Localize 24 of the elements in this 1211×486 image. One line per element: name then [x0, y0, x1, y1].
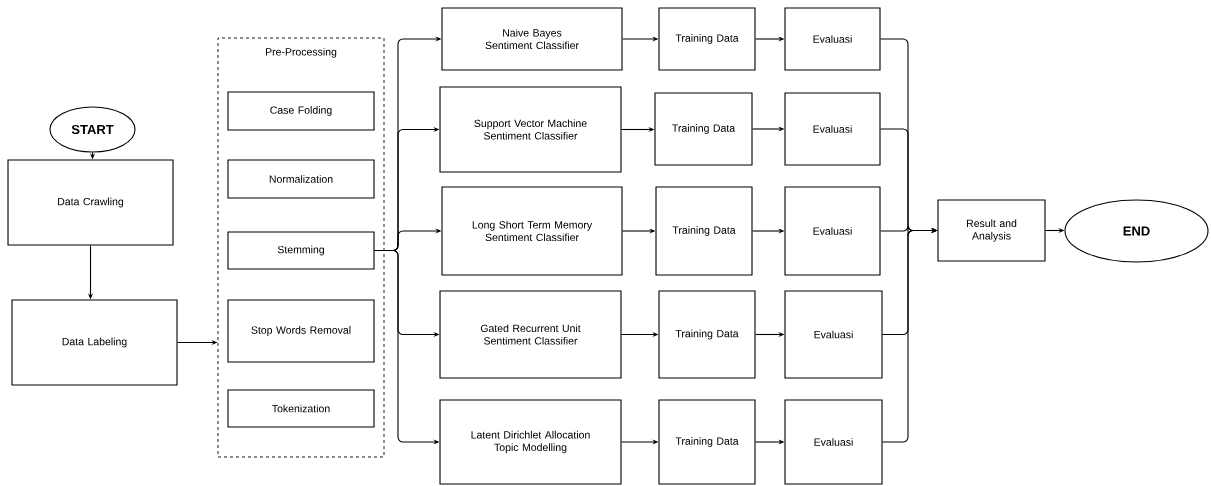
process-box: Support Vector Machine Sentiment Classifier	[439, 86, 622, 173]
process-box: Training Data	[654, 92, 753, 166]
process-box: Latent Dirichlet Allocation Topic Modelling	[439, 399, 622, 485]
process-box: Evaluasi	[784, 186, 881, 276]
process-box: Training Data	[655, 186, 753, 276]
process-box: Data Crawling	[7, 159, 174, 246]
process-box: Training Data	[658, 399, 756, 485]
process-box: Data Labeling	[11, 299, 178, 386]
process-box: Stemming	[227, 231, 375, 270]
process-box: Training Data	[658, 7, 756, 71]
process-box: Long Short Term Memory Sentiment Classifier	[441, 186, 623, 276]
process-box: Tokenization	[227, 389, 375, 428]
process-box: Stop Words Removal	[227, 299, 375, 363]
process-box: Case Folding	[227, 91, 375, 131]
process-box: Evaluasi	[784, 399, 883, 485]
process-box: Evaluasi	[784, 7, 881, 71]
process-box: Result and Analysis	[937, 199, 1046, 262]
process-box: Gated Recurrent Unit Sentiment Classifier	[439, 290, 622, 379]
process-box: Naive Bayes Sentiment Classifier	[441, 7, 623, 71]
process-box: Evaluasi	[784, 290, 883, 379]
group-heading: Pre-Processing	[266, 47, 337, 58]
process-box: Normalization	[227, 159, 375, 199]
process-box: Evaluasi	[784, 92, 881, 166]
process-box: Training Data	[658, 290, 756, 379]
